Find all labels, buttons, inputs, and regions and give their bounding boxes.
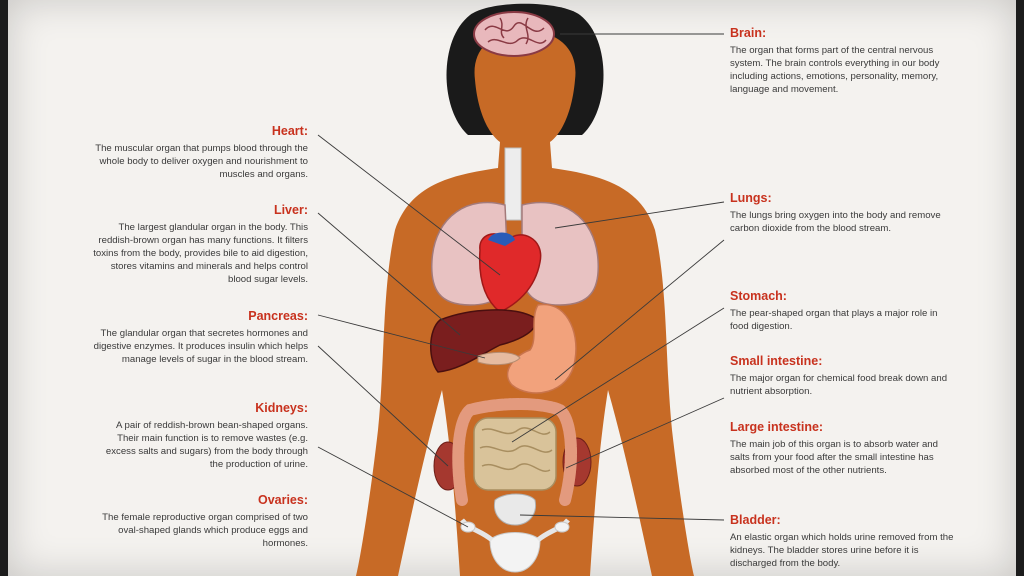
ovaries-title: Ovaries: bbox=[257, 493, 308, 507]
bladder-title: Bladder: bbox=[730, 513, 781, 527]
stomach-label: Stomach: The pear-shaped organ that play… bbox=[730, 288, 955, 333]
ovaries-label: Ovaries: The female reproductive organ c… bbox=[93, 492, 308, 550]
body-silhouette bbox=[356, 30, 694, 576]
small-intestine-text: The major organ for chemical food break … bbox=[730, 373, 948, 397]
leader-stomach bbox=[554, 239, 725, 381]
trachea bbox=[504, 147, 522, 221]
lungs-title: Lungs: bbox=[730, 191, 772, 205]
leader-small-intestine bbox=[511, 307, 725, 443]
leader-bladder bbox=[519, 514, 725, 521]
lung-right bbox=[521, 201, 599, 306]
large-intestine-shape bbox=[452, 398, 578, 506]
large-intestine-title: Large intestine: bbox=[730, 420, 824, 434]
liver-text: The largest glandular organ in the body.… bbox=[93, 222, 308, 285]
ovaries-text: The female reproductive organ comprised … bbox=[102, 512, 308, 549]
heart-label: Heart: The muscular organ that pumps blo… bbox=[93, 123, 308, 181]
kidneys-title: Kidneys: bbox=[255, 401, 308, 415]
brain-text: The organ that forms part of the central… bbox=[730, 45, 940, 95]
lungs-text: The lungs bring oxygen into the body and… bbox=[730, 210, 941, 234]
heart-title: Heart: bbox=[271, 124, 308, 138]
small-intestine-title: Small intestine: bbox=[730, 354, 823, 368]
pancreas-label: Pancreas: The glandular organ that secre… bbox=[93, 308, 308, 366]
bladder-shape bbox=[493, 493, 537, 526]
brain-label: Brain: The organ that forms part of the … bbox=[730, 25, 955, 96]
small-intestine-label: Small intestine: The major organ for che… bbox=[730, 353, 955, 398]
brain-title: Brain: bbox=[730, 26, 767, 40]
pancreas-title: Pancreas: bbox=[248, 309, 308, 323]
pancreas-text: The glandular organ that secretes hormon… bbox=[93, 328, 308, 365]
pancreas-shape bbox=[477, 351, 521, 366]
leader-ovaries bbox=[317, 446, 469, 528]
stomach-text: The pear-shaped organ that plays a major… bbox=[730, 308, 938, 332]
small-intestine-shape bbox=[473, 417, 557, 491]
bladder-text: An elastic organ which holds urine remov… bbox=[730, 532, 954, 569]
leader-lungs bbox=[554, 201, 725, 229]
leader-large-intestine bbox=[565, 397, 725, 469]
stomach-title: Stomach: bbox=[730, 289, 787, 303]
kidneys-label: Kidneys: A pair of reddish-brown bean-sh… bbox=[93, 400, 308, 471]
liver-label: Liver: The largest glandular organ in th… bbox=[93, 202, 308, 286]
large-intestine-text: The main job of this organ is to absorb … bbox=[730, 439, 938, 476]
kidneys-text: A pair of reddish-brown bean-shaped orga… bbox=[105, 420, 308, 470]
bladder-label: Bladder: An elastic organ which holds ur… bbox=[730, 512, 955, 570]
large-intestine-label: Large intestine: The main job of this or… bbox=[730, 419, 955, 477]
leader-liver bbox=[317, 212, 461, 336]
stomach-shape bbox=[506, 303, 577, 394]
liver-shape bbox=[430, 309, 537, 373]
ovaries-shape bbox=[460, 518, 570, 573]
leader-kidneys bbox=[317, 345, 449, 467]
heart-text: The muscular organ that pumps blood thro… bbox=[95, 143, 308, 180]
lungs-label: Lungs: The lungs bring oxygen into the b… bbox=[730, 190, 955, 235]
liver-title: Liver: bbox=[273, 203, 308, 217]
brain-shape bbox=[473, 11, 555, 57]
leader-pancreas bbox=[317, 314, 486, 359]
leader-heart bbox=[317, 134, 501, 276]
